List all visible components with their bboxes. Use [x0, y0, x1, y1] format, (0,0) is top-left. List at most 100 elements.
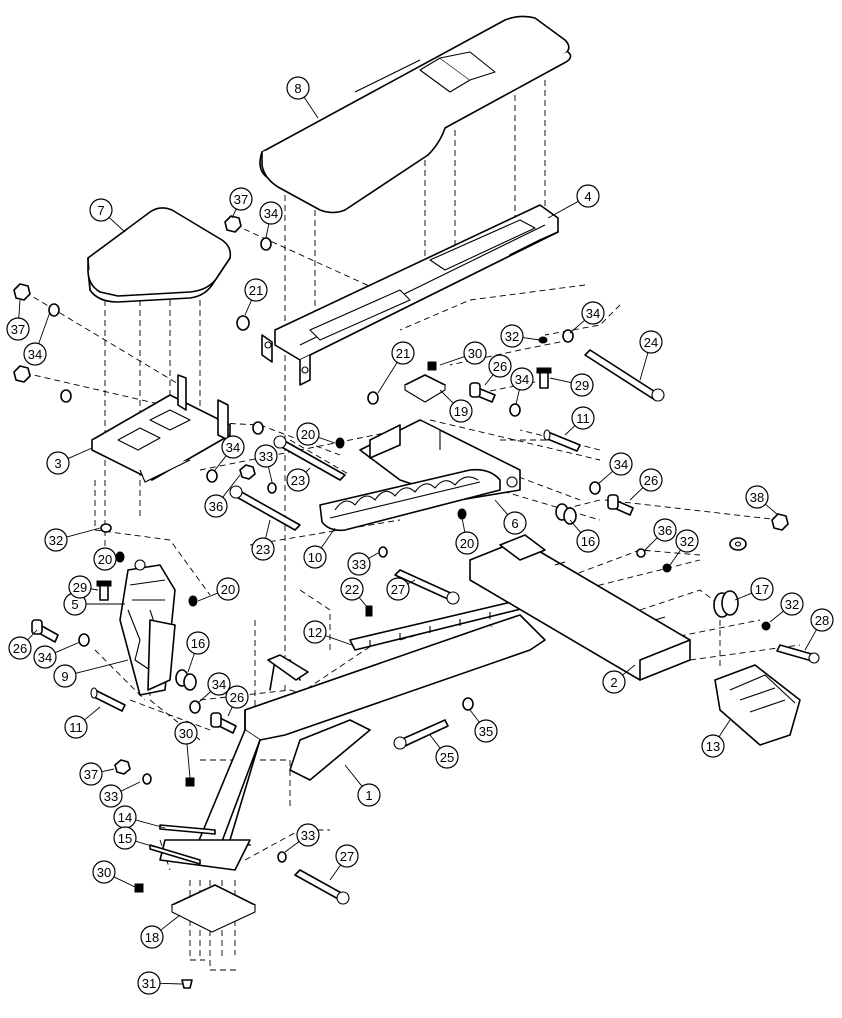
callout-leader-8	[303, 96, 319, 119]
callout-24: 24	[639, 330, 663, 354]
callout-number: 32	[785, 597, 799, 612]
callout-circle	[571, 406, 595, 430]
callout-circle	[33, 645, 57, 669]
callout-leader-33	[268, 466, 273, 483]
callout-leader-16	[187, 653, 195, 673]
callout-29: 29	[68, 575, 92, 599]
part-27-bolt-middle	[394, 569, 460, 605]
callout-leader-37	[231, 208, 237, 219]
part-13-foot-cap	[714, 664, 801, 746]
callout-leader-34	[265, 223, 270, 239]
callout-34: 34	[33, 645, 57, 669]
callout-34: 34	[221, 435, 245, 459]
callout-8: 8	[286, 76, 310, 100]
assembly-guide-lines	[24, 80, 801, 971]
callout-number: 26	[230, 690, 244, 705]
callout-circle	[44, 528, 68, 552]
callout-leader-37	[101, 768, 115, 773]
callout-circle	[780, 592, 804, 616]
callout-number: 3	[54, 456, 61, 471]
callout-number: 21	[249, 283, 263, 298]
callout-circle	[576, 184, 600, 208]
callout-number: 16	[581, 534, 595, 549]
callout-number: 20	[98, 552, 112, 567]
callout-circle	[286, 468, 310, 492]
callout-11: 11	[571, 406, 595, 430]
callout-number: 33	[259, 449, 273, 464]
callout-number: 21	[396, 346, 410, 361]
callout-circle	[216, 577, 240, 601]
callout-circle	[455, 531, 479, 555]
callout-34: 34	[510, 367, 534, 391]
callout-16: 16	[186, 631, 210, 655]
callout-number: 1	[365, 788, 372, 803]
callout-leader-33	[120, 781, 141, 792]
callout-circle	[303, 545, 327, 569]
callout-circle	[140, 925, 164, 949]
callout-21: 21	[244, 278, 268, 302]
callout-circle	[93, 547, 117, 571]
callout-31: 31	[137, 971, 161, 995]
callout-leader-26	[227, 706, 233, 717]
callout-circle	[207, 672, 231, 696]
callout-12: 12	[303, 620, 327, 644]
part-1-main-frame	[159, 614, 546, 871]
callout-circle	[259, 201, 283, 225]
callout-number: 34	[28, 347, 42, 362]
callout-leader-36	[222, 474, 241, 498]
callout-number: 32	[680, 534, 694, 549]
callout-circle	[653, 518, 677, 542]
callout-number: 28	[815, 613, 829, 628]
callout-circle	[229, 187, 253, 211]
callout-leader-3	[67, 447, 93, 459]
callout-number: 8	[294, 81, 301, 96]
callout-circle	[89, 198, 113, 222]
callout-number: 26	[13, 641, 27, 656]
callout-number: 2	[610, 675, 617, 690]
callout-number: 23	[291, 473, 305, 488]
callout-18: 18	[140, 925, 164, 949]
part-26-knob-bolts	[31, 382, 634, 734]
callout-17: 17	[750, 577, 774, 601]
part-9-side-plate	[147, 619, 176, 691]
callout-6: 6	[503, 511, 527, 535]
callout-15: 15	[113, 826, 137, 850]
callout-circle	[174, 721, 198, 745]
callout-number: 34	[212, 677, 226, 692]
callout-leader-21	[377, 362, 398, 394]
callout-leader-34	[597, 470, 613, 485]
callout-circle	[510, 367, 534, 391]
part-3-seat-bracket	[91, 374, 231, 483]
callout-number: 26	[493, 359, 507, 374]
callout-circle	[474, 719, 498, 743]
callout-circle	[303, 620, 327, 644]
callout-leader-23	[305, 467, 311, 473]
callout-leader-18	[160, 914, 181, 931]
callout-number: 7	[97, 203, 104, 218]
callout-number: 38	[750, 490, 764, 505]
callout-37: 37	[229, 187, 253, 211]
callout-leader-11	[564, 425, 576, 436]
callout-circle	[463, 341, 487, 365]
callout-number: 20	[221, 582, 235, 597]
callout-35: 35	[474, 719, 498, 743]
callout-circle	[340, 577, 364, 601]
callout-32: 32	[44, 528, 68, 552]
callout-leader-38	[765, 503, 779, 516]
part-23-bolt-lower	[229, 485, 301, 531]
callout-number: 30	[97, 865, 111, 880]
callout-number: 11	[69, 720, 83, 735]
callout-number: 13	[706, 739, 720, 754]
callout-number: 34	[226, 440, 240, 455]
callout-10: 10	[303, 545, 327, 569]
part-2-rear-tube	[469, 534, 691, 681]
callout-circle	[186, 631, 210, 655]
part-24-long-bolt	[584, 349, 665, 402]
callout-26: 26	[639, 468, 663, 492]
callout-circle	[286, 76, 310, 100]
callout-leader-27	[329, 864, 342, 881]
callout-number: 10	[308, 550, 322, 565]
callout-number: 37	[11, 322, 25, 337]
